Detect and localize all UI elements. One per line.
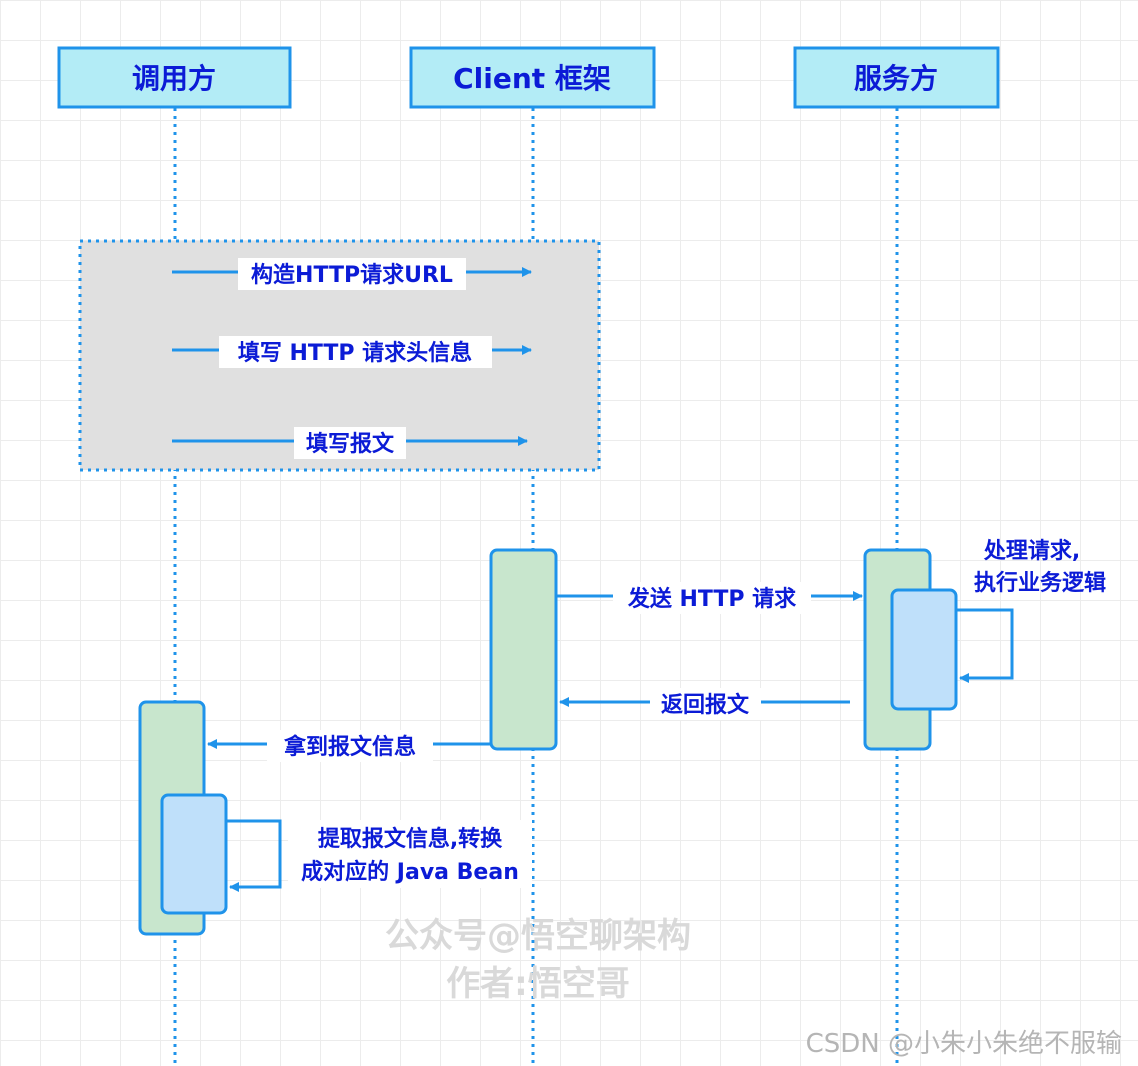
note-caller-convert-line1: 提取报文信息,转换 [318,826,503,852]
participant-client: Client 框架 [409,46,656,109]
message-fill-body: 填写报文 [306,431,395,457]
message-fill-headers: 填写 HTTP 请求头信息 [238,340,472,366]
note-server-process-line1: 处理请求, [983,538,1080,564]
label-bg-send-request [613,582,811,614]
participant-server: 服务方 [793,46,1000,109]
participant-caller: 调用方 [57,46,292,109]
message-build-url: 构造HTTP请求URL [251,262,453,288]
activation-server-inner [890,588,958,711]
label-bg-caller-convert [288,820,532,888]
label-bg-get-body-info [267,730,433,762]
arrow-server-self [957,608,1014,683]
participant-client-label: Client 框架 [453,62,611,95]
watermark-line1: 公众号@悟空聊架构 [385,916,691,956]
label-bg-fill-body [294,427,406,459]
arrow-caller-self [227,819,282,892]
message-get-body-info: 拿到报文信息 [283,734,416,760]
activation-client [489,548,558,751]
label-bg-return-body [650,688,761,720]
message-return-body: 返回报文 [661,692,750,718]
watermark-line2: 作者:悟空哥 [446,964,630,1004]
credit-text: CSDN @小朱小朱绝不服输 [806,1029,1122,1059]
participant-server-label: 服务方 [854,62,938,95]
participant-caller-label: 调用方 [132,62,216,95]
activation-caller-inner [160,793,228,915]
label-bg-build-url [238,258,466,290]
note-caller-convert-line2: 成对应的 Java Bean [301,859,519,885]
note-server-process-line2: 执行业务逻辑 [974,570,1106,596]
label-bg-fill-headers [219,336,492,368]
message-send-request: 发送 HTTP 请求 [627,586,796,612]
